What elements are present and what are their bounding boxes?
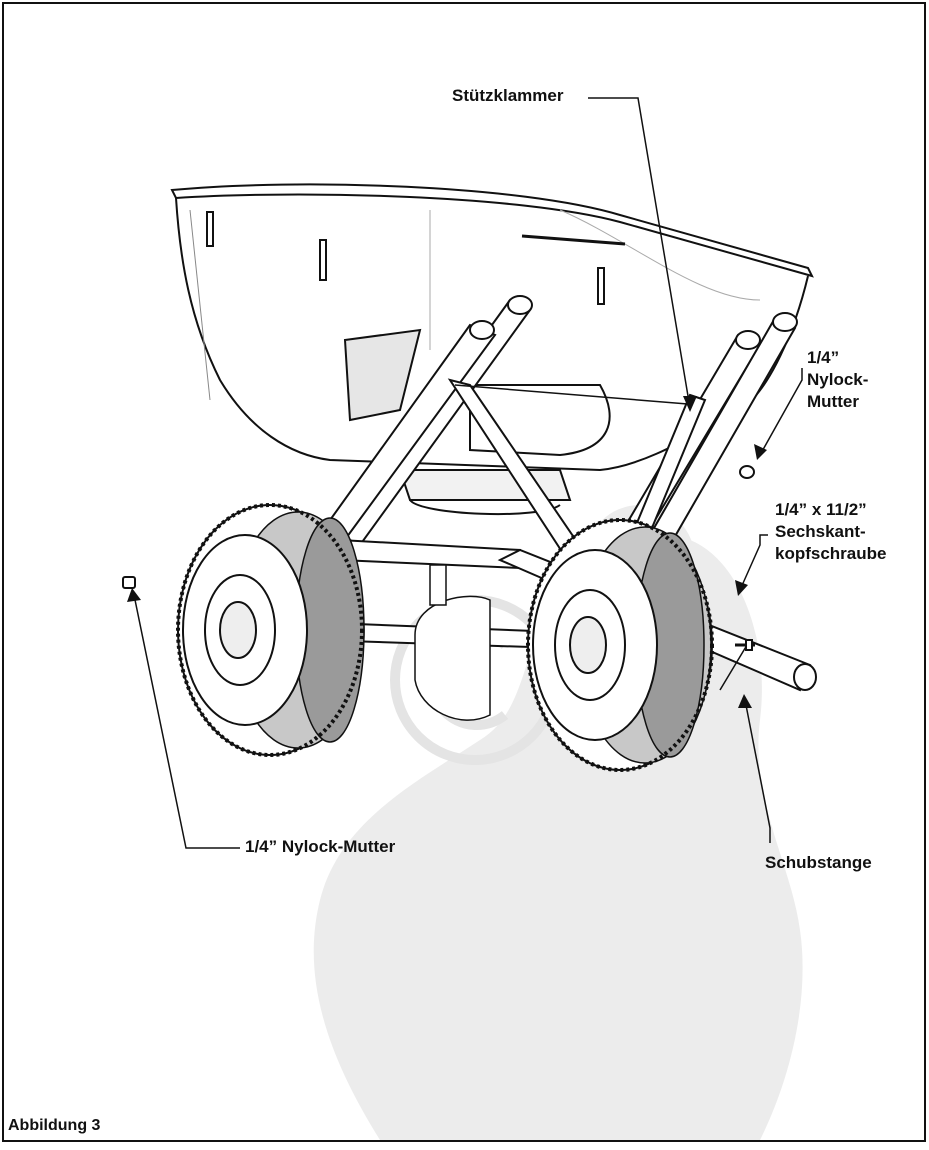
callout-hex-bolt-line2: Sechskant- bbox=[775, 522, 866, 541]
right-wheel bbox=[526, 518, 714, 772]
hex-bolt-head bbox=[745, 639, 753, 651]
arrowheads bbox=[127, 396, 767, 708]
left-wheel bbox=[176, 503, 365, 757]
callout-push-bar: Schubstange bbox=[765, 853, 872, 872]
callout-nylock-nut-right-line3: Mutter bbox=[807, 392, 859, 411]
callout-support-clamp: Stützklammer bbox=[452, 86, 564, 105]
spinner-plate bbox=[414, 564, 491, 721]
callout-hex-bolt-line1: 1/4” x 11/2” bbox=[775, 500, 867, 519]
figure-caption: Abbildung 3 bbox=[8, 1117, 101, 1134]
hardware bbox=[122, 465, 755, 651]
callout-hex-bolt-line3: kopfschraube bbox=[775, 544, 887, 563]
callout-hex-bolt: 1/4” x 11/2” Sechskant- kopfschraube bbox=[775, 499, 886, 565]
left-nylock-nut bbox=[122, 576, 136, 589]
callout-nylock-nut-right-line2: Nylock- bbox=[807, 370, 869, 389]
callout-nylock-nut-right: 1/4” Nylock- Mutter bbox=[807, 347, 868, 413]
right-nylock-nut bbox=[739, 465, 755, 479]
callout-nylock-nut-right-line1: 1/4” bbox=[807, 348, 840, 367]
callout-nylock-nut-left: 1/4” Nylock-Mutter bbox=[245, 837, 396, 856]
leader-lines bbox=[133, 97, 803, 849]
